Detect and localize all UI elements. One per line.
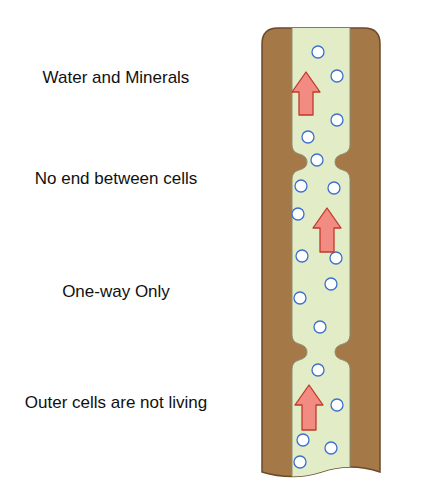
flow-arrows: [292, 72, 341, 430]
label-text: Water and Minerals: [0, 68, 232, 88]
label-text: Outer cells are not living: [0, 393, 232, 413]
vessel-lumen: [292, 20, 350, 484]
label-text: One-way Only: [0, 282, 232, 302]
label-text: No end between cells: [0, 169, 232, 189]
water-particles: [292, 46, 343, 468]
